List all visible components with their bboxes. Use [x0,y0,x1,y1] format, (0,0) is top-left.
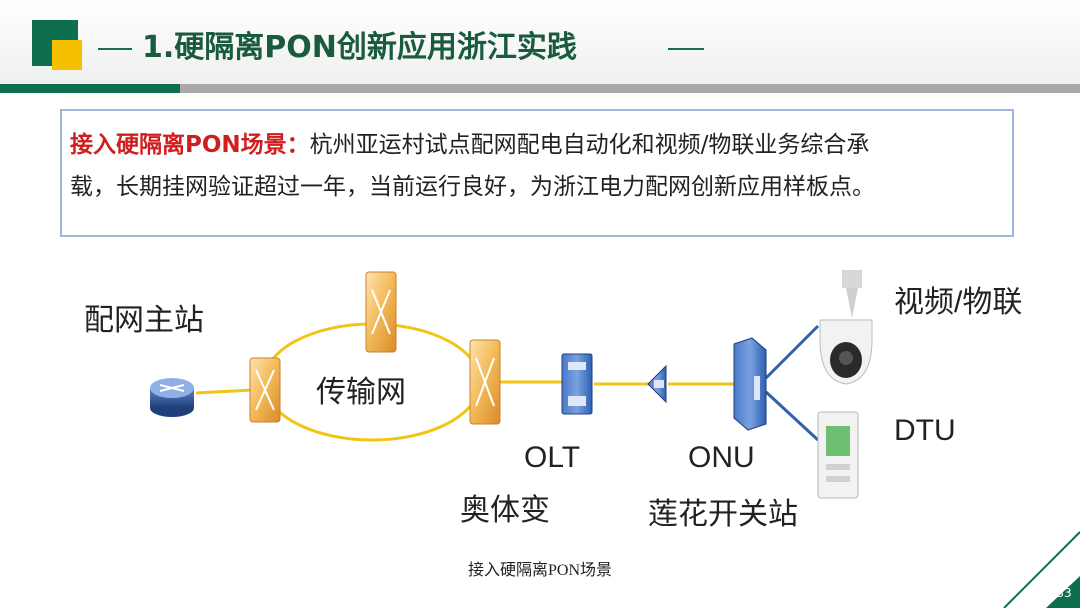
label-olt: OLT [524,441,580,474]
header-bar-gray [180,84,1080,93]
title-dash-right [668,48,704,50]
label-switch-station: 莲花开关站 [648,498,798,531]
logo-yellow-square [52,40,82,70]
switch-left-icon [249,357,281,423]
onu-to-dtu-link [764,390,820,442]
corner-stripe [1003,531,1080,608]
figure-caption: 接入硬隔离PON场景 [467,562,612,579]
corner-white [1014,540,1080,608]
label-master-station: 配网主站 [84,304,204,337]
camera-icon [819,270,873,385]
page-number: 33 [1056,586,1072,600]
callout-lead: 接入硬隔离PON场景： [70,132,310,158]
scenario-callout: 接入硬隔离PON场景：杭州亚运村试点配网配电自动化和视频/物联业务综合承 载，长… [60,109,1014,237]
label-substation: 奥体变 [460,494,550,527]
header-band [0,0,1080,84]
label-transport-network: 传输网 [316,376,406,409]
slide-title: 1.硬隔离PON创新应用浙江实践 [142,30,577,65]
corner-page-badge [1046,576,1080,608]
title-dash-left [98,48,132,50]
router-icon [150,378,194,417]
splitter-icon [647,364,667,404]
olt-device-icon [561,353,593,415]
dtu-device-icon [817,411,859,499]
station-to-ring-link [195,388,253,395]
label-dtu: DTU [894,414,956,447]
callout-line-2: 载，长期挂网验证超过一年，当前运行良好，为浙江电力配网创新应用样板点。 [70,174,875,200]
label-onu: ONU [688,441,755,474]
switch-right-icon [469,339,501,425]
onu-to-camera-link [764,324,820,380]
callout-line-1: 接入硬隔离PON场景：杭州亚运村试点配网配电自动化和视频/物联业务综合承 [70,124,1002,166]
header-bar-green [0,84,180,93]
switch-top-icon [365,271,397,353]
label-video-iot: 视频/物联 [894,286,1022,319]
onu-device-icon [733,337,767,431]
callout-line1-text: 杭州亚运村试点配网配电自动化和视频/物联业务综合承 [309,132,870,158]
